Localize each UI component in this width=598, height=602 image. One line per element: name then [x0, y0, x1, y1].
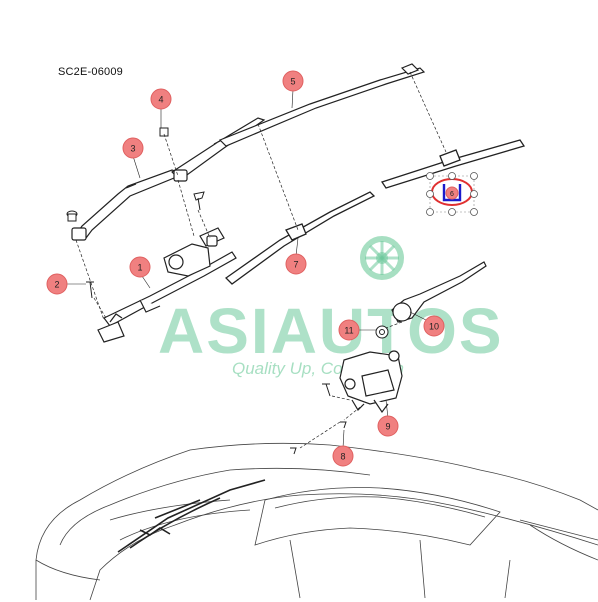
callout-8-label: 8 — [340, 452, 345, 462]
car-installed-wipers — [117, 479, 266, 553]
diagram-code: SC2E-06009 — [58, 66, 123, 78]
watermark-logo-text: ASIAUTOS — [158, 295, 504, 367]
callout-2-label: 2 — [54, 280, 59, 290]
wiper-blade-6 — [380, 139, 526, 189]
callout-8: 8 — [332, 445, 354, 467]
callout-4: 4 — [150, 88, 172, 110]
callout-9-label: 9 — [385, 422, 390, 432]
callout-6-label: 6 — [450, 191, 454, 198]
callout-7: 7 — [285, 253, 307, 275]
callout-2: 2 — [46, 273, 68, 295]
callout-7-label: 7 — [293, 260, 298, 270]
selection-u-marker — [442, 184, 462, 202]
car-outline — [35, 442, 598, 601]
callout-11-label: 11 — [344, 326, 353, 336]
callout-3: 3 — [122, 137, 144, 159]
callout-10-label: 10 — [429, 322, 439, 332]
callout-11: 11 — [338, 319, 360, 341]
front-wiper-arm — [71, 169, 179, 241]
callout-1-label: 1 — [137, 263, 142, 273]
wiper-blade-long — [224, 191, 376, 285]
callout-5: 5 — [282, 70, 304, 92]
callout-10: 10 — [423, 315, 445, 337]
callout-9: 9 — [377, 415, 399, 437]
watermark-brand: ASIAUTOS — [158, 295, 504, 367]
leader-lines — [75, 71, 447, 449]
wiper-motor-linkage — [97, 227, 237, 343]
fasteners — [66, 127, 389, 455]
rear-wiper-motor — [339, 350, 403, 414]
callout-6[interactable]: 6 — [445, 186, 459, 200]
watermark-wheel-icon — [360, 236, 404, 280]
callout-3-label: 3 — [130, 144, 135, 154]
selection-box[interactable] — [426, 172, 478, 216]
wiper-blade-upper — [218, 63, 426, 147]
rear-wiper-arm — [391, 261, 487, 323]
callout-1: 1 — [129, 256, 151, 278]
callout-4-label: 4 — [158, 95, 163, 105]
callout-5-label: 5 — [290, 77, 295, 87]
selection-resize-handles[interactable] — [426, 172, 478, 216]
